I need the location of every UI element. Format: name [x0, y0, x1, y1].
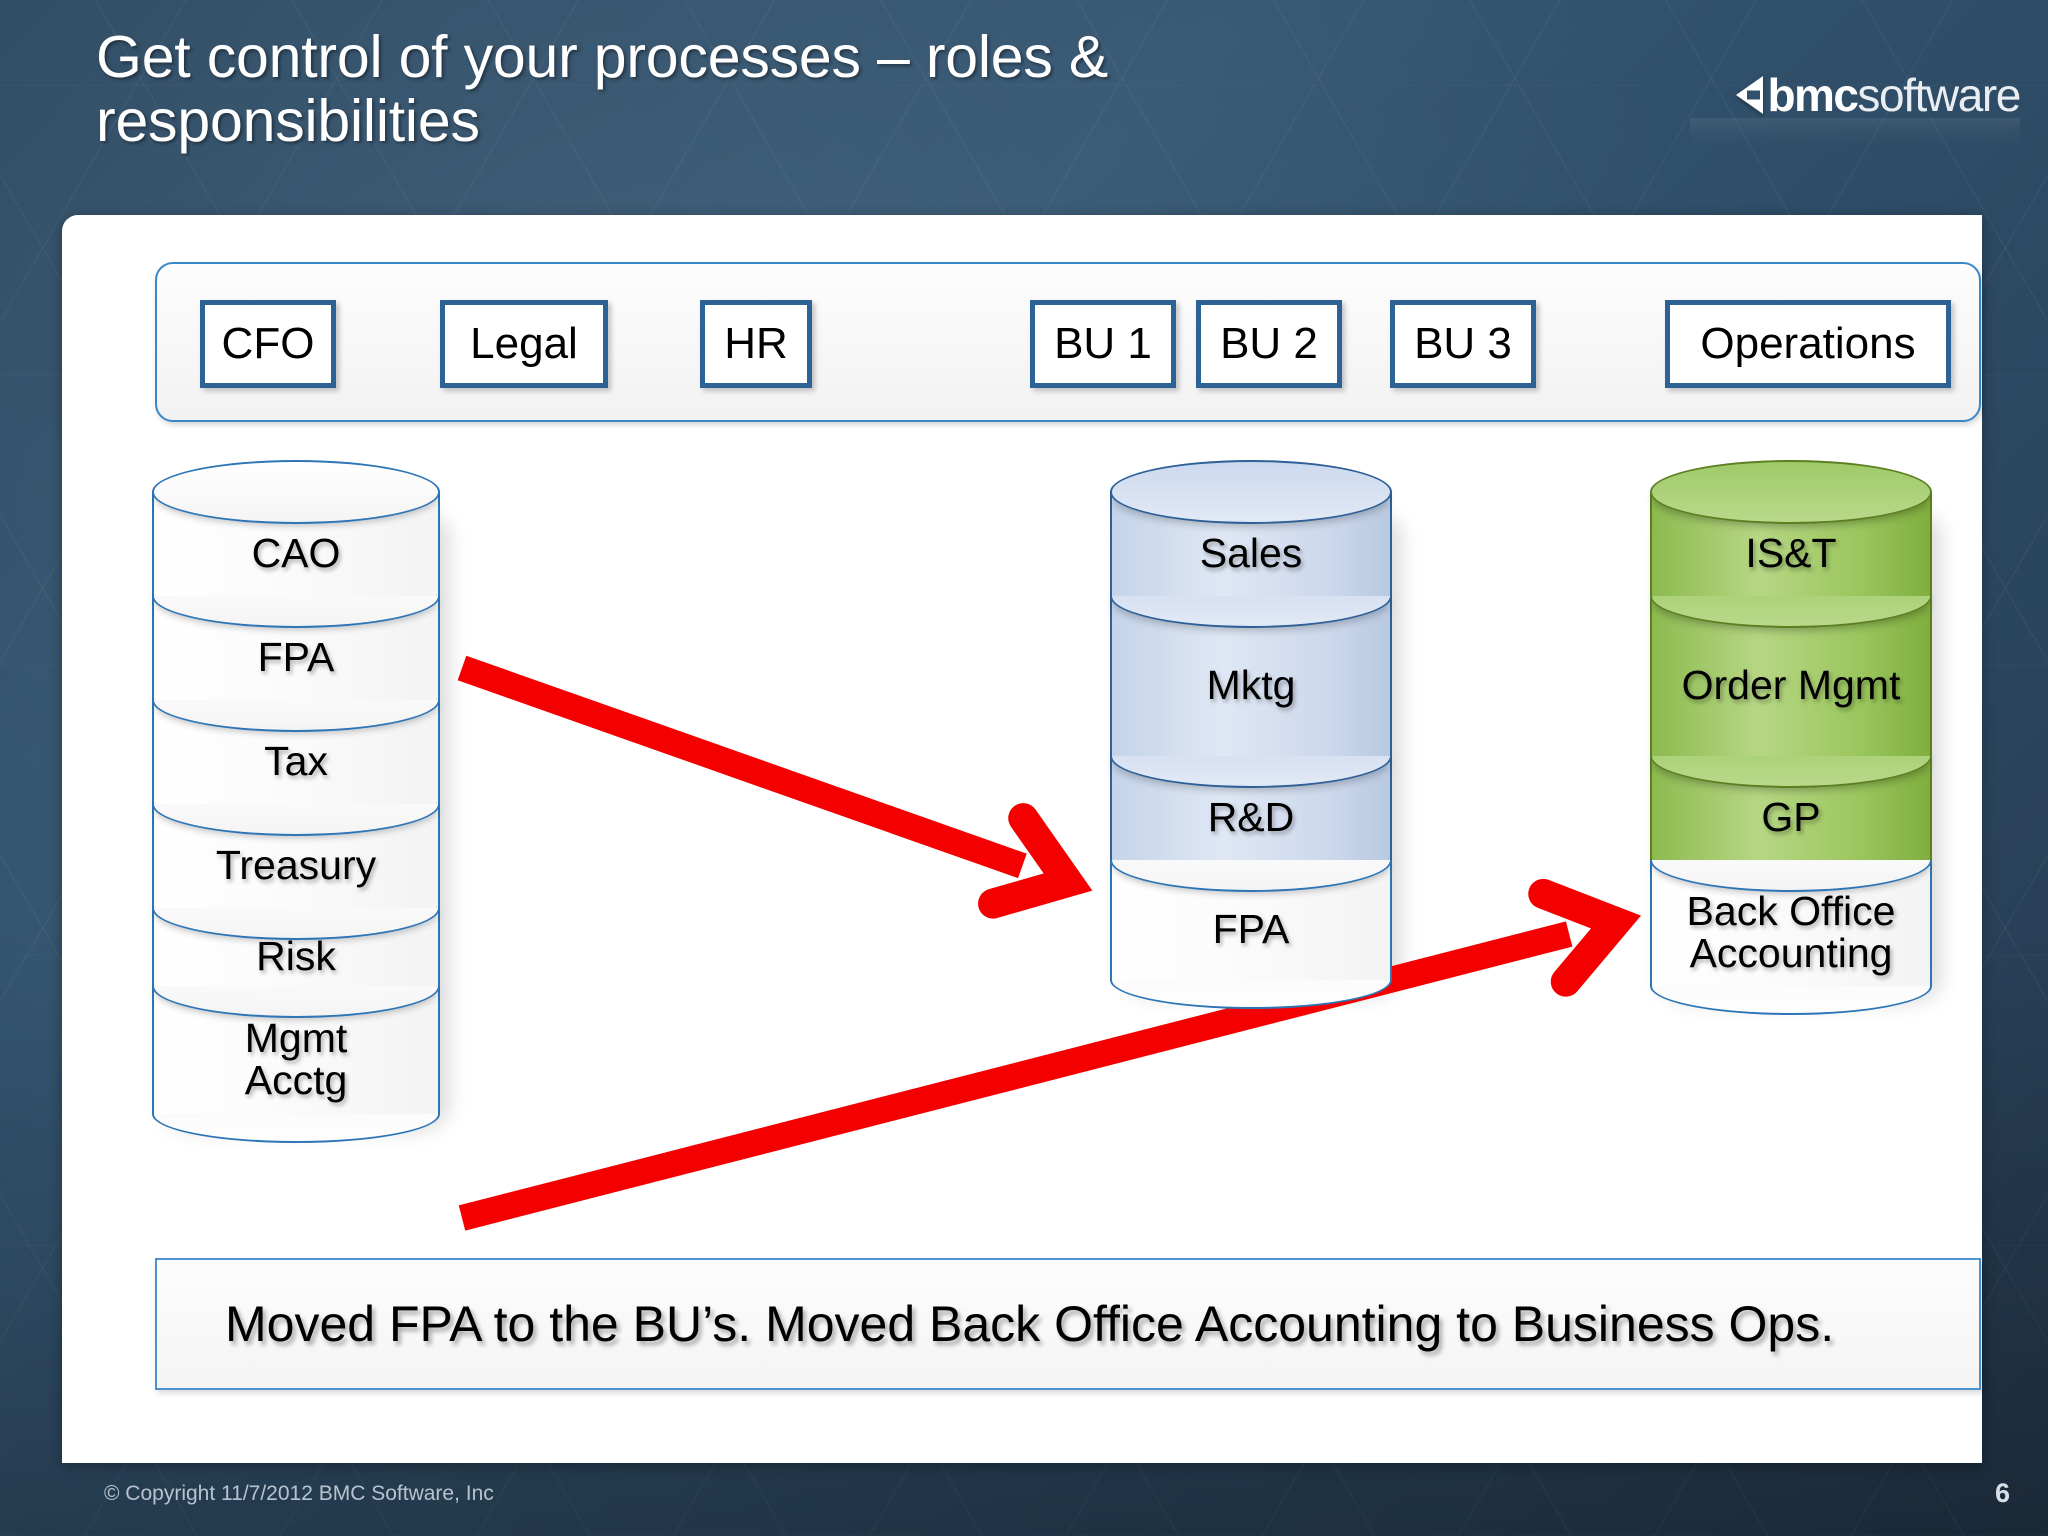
segment-label: Back Office Accounting: [1686, 888, 1896, 976]
segment-top-ellipse: [1110, 460, 1392, 524]
role-box-hr[interactable]: HR: [700, 300, 812, 388]
role-box-bu-1[interactable]: BU 1: [1030, 300, 1176, 388]
role-box-label: BU 1: [1054, 319, 1152, 368]
role-box-bu-3[interactable]: BU 3: [1390, 300, 1536, 388]
segment-label: R&D: [1207, 794, 1295, 840]
segment-label: Order Mgmt: [1681, 662, 1901, 708]
cylinder-segment-mgmt-acctg[interactable]: Mgmt Acctg: [152, 954, 440, 1114]
cylinder-segment-r-d[interactable]: R&D: [1110, 724, 1392, 860]
role-box-label: CFO: [221, 319, 315, 368]
cylinder-segment-is-t[interactable]: IS&T: [1650, 460, 1932, 596]
segment-label: Treasury: [215, 842, 377, 888]
role-box-cfo[interactable]: CFO: [200, 300, 336, 388]
caption-text: Moved FPA to the BU’s. Moved Back Office…: [225, 1296, 1835, 1352]
bmc-software-logo: bmc software: [1735, 68, 2021, 122]
cylinder-segment-fpa[interactable]: FPA: [152, 564, 440, 700]
page-title: Get control of your processes – roles & …: [96, 24, 1109, 154]
cylinder-segment-order-mgmt[interactable]: Order Mgmt: [1650, 564, 1932, 756]
role-box-label: HR: [724, 319, 788, 368]
caption-banner: Moved FPA to the BU’s. Moved Back Office…: [155, 1258, 1981, 1390]
segment-label: GP: [1761, 794, 1821, 840]
cylinder-segment-sales[interactable]: Sales: [1110, 460, 1392, 596]
cylinder-segment-gp[interactable]: GP: [1650, 724, 1932, 860]
segment-label: Mktg: [1206, 662, 1296, 708]
segment-label: CAO: [251, 530, 341, 576]
role-box-legal[interactable]: Legal: [440, 300, 608, 388]
segment-label: Mgmt Acctg: [244, 1015, 348, 1103]
bmc-chevron-notch-icon: [1746, 90, 1760, 100]
segment-label: Risk: [256, 933, 336, 979]
logo-bmc-text: bmc: [1767, 69, 1859, 121]
segment-label: FPA: [1212, 906, 1290, 952]
role-box-operations[interactable]: Operations: [1665, 300, 1951, 388]
cylinder-segment-risk[interactable]: Risk: [152, 876, 440, 986]
role-box-label: BU 3: [1414, 319, 1512, 368]
role-box-label: Operations: [1700, 319, 1916, 368]
segment-label: Sales: [1199, 530, 1303, 576]
segment-top-ellipse: [152, 460, 440, 524]
role-box-label: Legal: [470, 319, 578, 368]
logo-software-text: software: [1857, 69, 2021, 121]
cylinder-segment-cao[interactable]: CAO: [152, 460, 440, 596]
segment-top-ellipse: [1650, 460, 1932, 524]
cylinder-segment-mktg[interactable]: Mktg: [1110, 564, 1392, 756]
cylinder-segment-tax[interactable]: Tax: [152, 668, 440, 804]
segment-label: Tax: [264, 738, 328, 784]
cylinder-segment-treasury[interactable]: Treasury: [152, 772, 440, 908]
page-number: 6: [1994, 1478, 2010, 1508]
segment-label: FPA: [257, 634, 335, 680]
cylinder-segment-back-office-accounting[interactable]: Back Office Accounting: [1650, 828, 1932, 986]
segment-label: IS&T: [1745, 530, 1837, 576]
role-box-bu-2[interactable]: BU 2: [1196, 300, 1342, 388]
cylinder-segment-fpa[interactable]: FPA: [1110, 828, 1392, 980]
role-box-label: BU 2: [1220, 319, 1318, 368]
footer-copyright: © Copyright 11/7/2012 BMC Software, Inc: [104, 1482, 494, 1505]
